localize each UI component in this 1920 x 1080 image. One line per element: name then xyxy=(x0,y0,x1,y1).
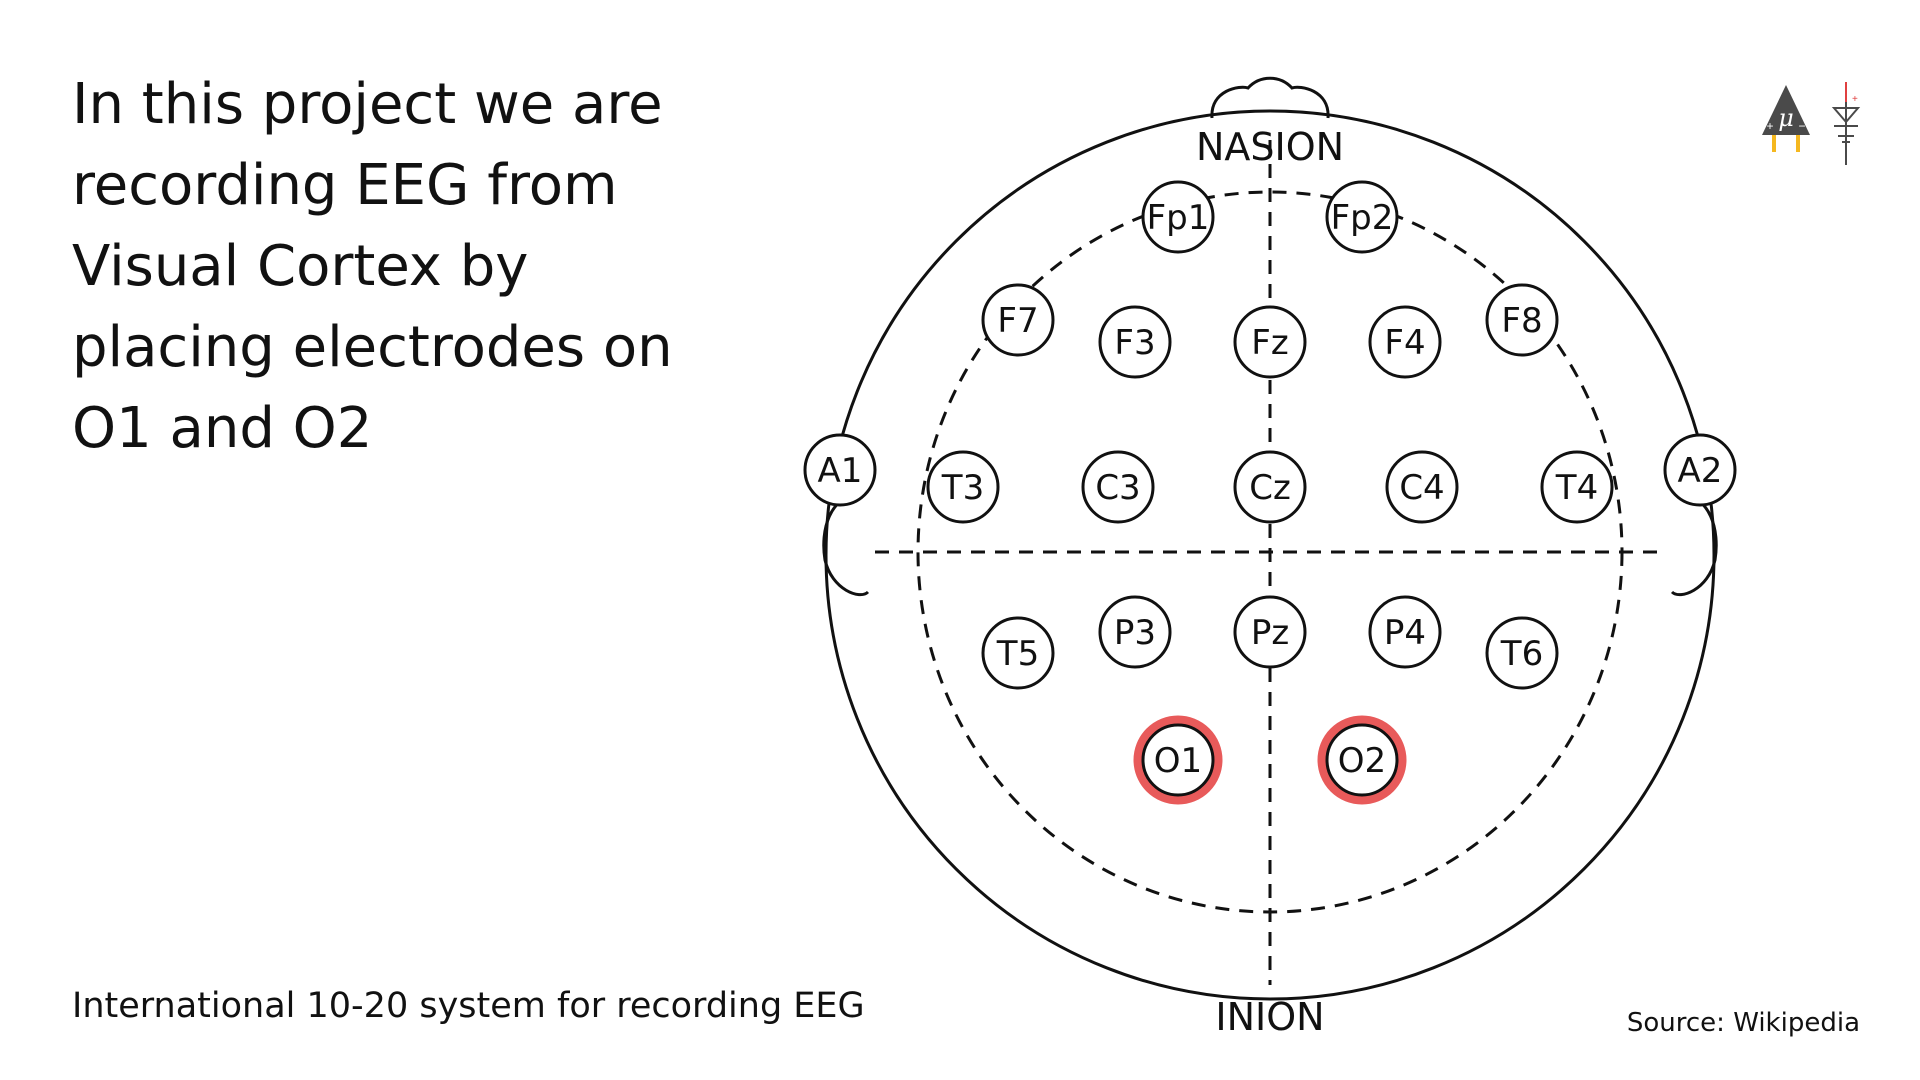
electrode-t5: T5 xyxy=(981,616,1055,690)
head-circle xyxy=(824,109,1716,1001)
electrode-circle xyxy=(1141,723,1215,797)
electrode-label: Fz xyxy=(1251,323,1288,363)
electrode-label: Cz xyxy=(1249,468,1291,508)
electrode-f4: F4 xyxy=(1368,305,1442,379)
electrode-label: A1 xyxy=(818,451,863,491)
electrode-label: F7 xyxy=(997,301,1038,341)
electrode-f7: F7 xyxy=(981,283,1055,357)
electrode-label: O1 xyxy=(1154,741,1202,781)
electrode-highlight-ring xyxy=(1317,715,1407,805)
electrode-fp1: Fp1 xyxy=(1141,180,1215,254)
electrode-circle xyxy=(1081,450,1155,524)
electrode-pz: Pz xyxy=(1233,595,1307,669)
svg-text:+: + xyxy=(1852,94,1858,105)
electrode-circle xyxy=(803,433,877,507)
figure-caption: International 10-20 system for recording… xyxy=(72,986,865,1026)
electrode-circle xyxy=(1385,450,1459,524)
electrode-f3: F3 xyxy=(1098,305,1172,379)
electrode-fz: Fz xyxy=(1233,305,1307,379)
electrode-circle xyxy=(926,450,1000,524)
headline: In this project we are recording EEG fro… xyxy=(72,72,673,461)
nose-outline xyxy=(1210,76,1330,119)
electrode-label: F4 xyxy=(1384,323,1425,363)
electrode-label: P3 xyxy=(1114,613,1156,653)
electrode-label: C3 xyxy=(1095,468,1140,508)
electrode-label: P4 xyxy=(1384,613,1426,653)
neuron-amplifier-logo-icon: μ + − + xyxy=(1762,82,1861,165)
electrode-circle xyxy=(1233,450,1307,524)
electrode-label: Fp1 xyxy=(1147,198,1210,238)
electrode-circle xyxy=(1233,595,1307,669)
electrode-t3: T3 xyxy=(926,450,1000,524)
electrode-t6: T6 xyxy=(1485,616,1559,690)
electrode-p3: P3 xyxy=(1098,595,1172,669)
electrode-circle xyxy=(1233,305,1307,379)
svg-text:μ: μ xyxy=(1778,104,1794,132)
electrode-o1: O1 xyxy=(1133,715,1223,805)
electrode-circle xyxy=(1098,305,1172,379)
electrode-label: F3 xyxy=(1114,323,1155,363)
electrode-circle xyxy=(1540,450,1614,524)
svg-text:+: + xyxy=(1766,119,1773,133)
electrode-highlight-ring xyxy=(1133,715,1223,805)
electrode-label: C4 xyxy=(1399,468,1444,508)
electrode-label: T5 xyxy=(996,634,1039,674)
electrode-circle xyxy=(1368,305,1442,379)
electrode-fp2: Fp2 xyxy=(1325,180,1399,254)
electrode-circle xyxy=(1485,283,1559,357)
electrode-circle xyxy=(1325,723,1399,797)
nasion-label: NASION xyxy=(1196,125,1344,169)
electrode-circle xyxy=(1663,433,1737,507)
electrode-o2: O2 xyxy=(1317,715,1407,805)
electrode-label: F8 xyxy=(1501,301,1542,341)
electrode-p4: P4 xyxy=(1368,595,1442,669)
electrode-label: Pz xyxy=(1251,613,1289,653)
electrode-label: T3 xyxy=(941,468,984,508)
electrode-circle xyxy=(1325,180,1399,254)
source-credit: Source: Wikipedia xyxy=(1626,1008,1860,1038)
electrode-circle xyxy=(981,283,1055,357)
electrode-label: T6 xyxy=(1500,634,1543,674)
electrode-circle xyxy=(1485,616,1559,690)
electrode-a2: A2 xyxy=(1663,433,1737,507)
electrode-circle xyxy=(1141,180,1215,254)
electrode-c4: C4 xyxy=(1385,450,1459,524)
electrode-a1: A1 xyxy=(803,433,877,507)
electrode-circle xyxy=(1098,595,1172,669)
electrode-label: O2 xyxy=(1338,741,1386,781)
electrode-f8: F8 xyxy=(1485,283,1559,357)
electrode-cz: Cz xyxy=(1233,450,1307,524)
inion-label: INION xyxy=(1215,995,1324,1039)
left-ear xyxy=(822,493,870,597)
electrode-label: A2 xyxy=(1678,451,1723,491)
svg-text:−: − xyxy=(1798,119,1805,133)
electrode-c3: C3 xyxy=(1081,450,1155,524)
electrode-label: T4 xyxy=(1555,468,1598,508)
electrode-t4: T4 xyxy=(1540,450,1614,524)
electrode-circle xyxy=(981,616,1055,690)
guide-lines xyxy=(875,140,1665,985)
right-ear xyxy=(1670,493,1718,597)
electrode-label: Fp2 xyxy=(1331,198,1394,238)
electrode-circle xyxy=(1368,595,1442,669)
